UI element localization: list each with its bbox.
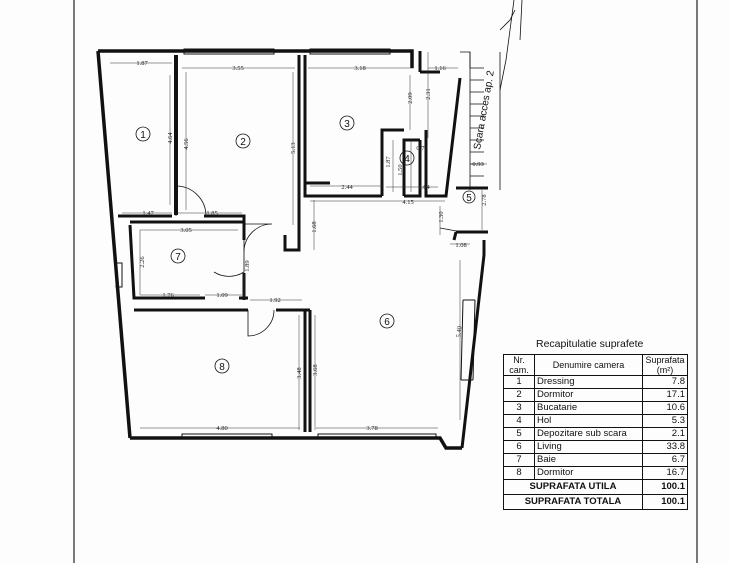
table-header-row: Nr. cam. Denumire camera Suprafata (m²) — [503, 354, 688, 376]
dim-label: 1.85 — [206, 210, 217, 217]
cell-nr: 4 — [503, 414, 535, 428]
dim-label: 5.40 — [455, 326, 463, 338]
dim-label: 0.75 — [416, 145, 427, 152]
total-label: SUPRAFATA TOTALA — [503, 494, 643, 510]
cell-area: 10.6 — [642, 401, 688, 415]
dim-label: 1.16 — [434, 65, 446, 72]
area-table: Nr. cam. Denumire camera Suprafata (m²) … — [503, 354, 688, 510]
room-number-4: 4 — [404, 154, 410, 165]
room-number-8: 8 — [219, 362, 225, 373]
cell-name: Bucatarie — [534, 401, 643, 415]
doors — [175, 185, 463, 337]
recap-title: Recapitulatie suprafete — [536, 338, 644, 350]
dim-label: 1.76 — [162, 292, 174, 299]
dim-label: 1.68 — [311, 221, 318, 232]
dim-label: 3.18 — [354, 65, 365, 72]
header-nr: Nr. cam. — [503, 354, 535, 376]
room-markers — [135, 115, 476, 374]
stairs — [460, 0, 523, 190]
dim-label: 1.50 — [397, 164, 404, 175]
dim-label: 5.13 — [290, 142, 297, 153]
cell-area: 6.7 — [642, 453, 688, 467]
room-number-3: 3 — [344, 119, 350, 130]
total-util-value: 100.1 — [642, 479, 688, 495]
cell-name: Depozitare sub scara — [534, 427, 643, 441]
dim-label: 2.26 — [139, 256, 146, 268]
dim-label: 3.05 — [180, 227, 191, 234]
dim-label: 1.87 — [385, 156, 392, 168]
room-number-1: 1 — [140, 130, 146, 141]
dim-label: 1.30 — [438, 211, 445, 222]
dim-label: 1.89 — [244, 260, 251, 271]
cell-area: 5.3 — [642, 414, 688, 428]
cell-area: 33.8 — [642, 440, 688, 454]
dim-label: 1.64 — [418, 184, 430, 191]
header-name: Denumire camera — [534, 354, 643, 376]
room-number-5: 5 — [466, 193, 472, 204]
room-number-2: 2 — [240, 137, 246, 148]
dim-label: 4.80 — [216, 425, 227, 432]
cell-nr: 3 — [503, 401, 535, 415]
cell-nr: 7 — [503, 453, 535, 467]
cell-name: Baie — [534, 453, 643, 467]
cell-nr: 1 — [503, 375, 535, 389]
cell-name: Hol — [534, 414, 643, 428]
dim-label: 2.31 — [425, 88, 432, 99]
total-util-label: SUPRAFATA UTILA — [503, 479, 643, 495]
dim-label: 0.93 — [472, 161, 483, 168]
dim-label: 3.48 — [296, 367, 303, 378]
cell-name: Dormitor — [534, 466, 643, 480]
total-value: 100.1 — [642, 494, 688, 510]
stair-label: Scara acces ap. 2 — [472, 69, 497, 150]
dim-label: 1.47 — [142, 210, 154, 217]
cell-area: 7.8 — [642, 375, 688, 389]
cell-area: 17.1 — [642, 388, 688, 402]
dim-label: 1.92 — [269, 297, 280, 304]
dim-label: 3.55 — [232, 65, 243, 72]
dim-label: 1.87 — [136, 60, 148, 67]
dim-label: 4.15 — [402, 199, 413, 206]
dim-label: 3.78 — [366, 425, 377, 432]
cell-nr: 2 — [503, 388, 535, 402]
dim-label: 3.68 — [312, 364, 319, 375]
cell-name: Dormitor — [534, 388, 643, 402]
cell-nr: 6 — [503, 440, 535, 454]
dim-label: 2.44 — [341, 184, 353, 191]
dimension-lines — [110, 52, 487, 430]
header-area: Suprafata (m²) — [642, 354, 688, 376]
cell-name: Living — [534, 440, 643, 454]
dim-label: 4.56 — [183, 138, 190, 150]
dim-label: 4.64 — [167, 132, 174, 144]
room-number-7: 7 — [175, 252, 181, 263]
cell-nr: 8 — [503, 466, 535, 480]
dimension-labels: 1.87 3.55 3.18 1.16 4.64 4.56 5.13 2.09 … — [136, 60, 488, 432]
cell-nr: 5 — [503, 427, 535, 441]
cell-area: 16.7 — [642, 466, 688, 480]
dim-label: 2.09 — [407, 92, 414, 103]
room-number-6: 6 — [384, 317, 390, 328]
dim-label: 1.09 — [216, 292, 227, 299]
dim-label: 2.78 — [481, 194, 488, 205]
cell-name: Dressing — [534, 375, 643, 389]
windows — [115, 48, 476, 440]
cell-area: 2.1 — [642, 427, 688, 441]
dim-label: 1.08 — [455, 242, 466, 249]
